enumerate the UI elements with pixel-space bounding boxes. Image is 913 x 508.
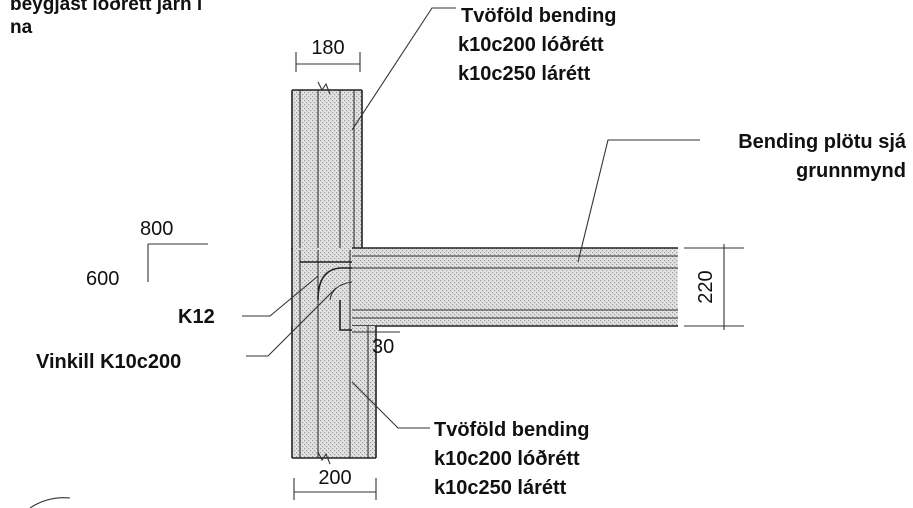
bottom-right-line1: Tvöföld bending [434, 419, 590, 441]
bottom-right-line2: k10c200 lóðrétt [434, 448, 580, 470]
level-800-text: 800 [140, 218, 173, 240]
upper-wall [291, 89, 363, 250]
break-line-top [317, 81, 331, 95]
dimension-180: 180 [295, 37, 361, 72]
dimension-200-text: 200 [318, 467, 351, 489]
slab-note-line1: Bending plötu sjá [738, 131, 907, 153]
level-600-text: 600 [86, 268, 119, 290]
label-slab-note: Bending plötu sjá grunnmynd [577, 131, 907, 263]
vinkill-text: Vinkill K10c200 [36, 351, 181, 373]
dimension-180-text: 180 [311, 37, 344, 59]
label-vinkill: Vinkill K10c200 [36, 287, 337, 373]
break-line-bottom [317, 451, 331, 465]
top-right-line3: k10c250 lárétt [458, 63, 591, 85]
dimension-30: 30 [352, 331, 400, 358]
rebar-hooks [300, 261, 353, 331]
label-bottom-right: Tvöföld bending k10c200 lóðrétt k10c250 … [351, 381, 590, 499]
level-mark: 800 600 [86, 218, 208, 290]
top-right-line1: Tvöföld bending [461, 5, 617, 27]
label-k12: K12 [178, 275, 319, 328]
floor-slab [352, 247, 678, 327]
top-right-line2: k10c200 lóðrétt [458, 34, 604, 56]
slab-note-line2: grunnmynd [796, 160, 906, 182]
dimension-220: 220 [684, 244, 744, 330]
bottom-right-line3: k10c250 lárétt [434, 477, 567, 499]
cropped-curve [29, 497, 71, 508]
dimension-220-text: 220 [695, 270, 717, 303]
header-partial-line2: na [10, 17, 33, 38]
dimension-200: 200 [293, 467, 377, 500]
k12-text: K12 [178, 306, 215, 328]
dimension-30-text: 30 [372, 336, 394, 358]
label-top-right: Tvöföld bending k10c200 lóðrétt k10c250 … [351, 5, 617, 131]
header-partial-line1: beygjast lóðrétt járn í [10, 0, 203, 15]
